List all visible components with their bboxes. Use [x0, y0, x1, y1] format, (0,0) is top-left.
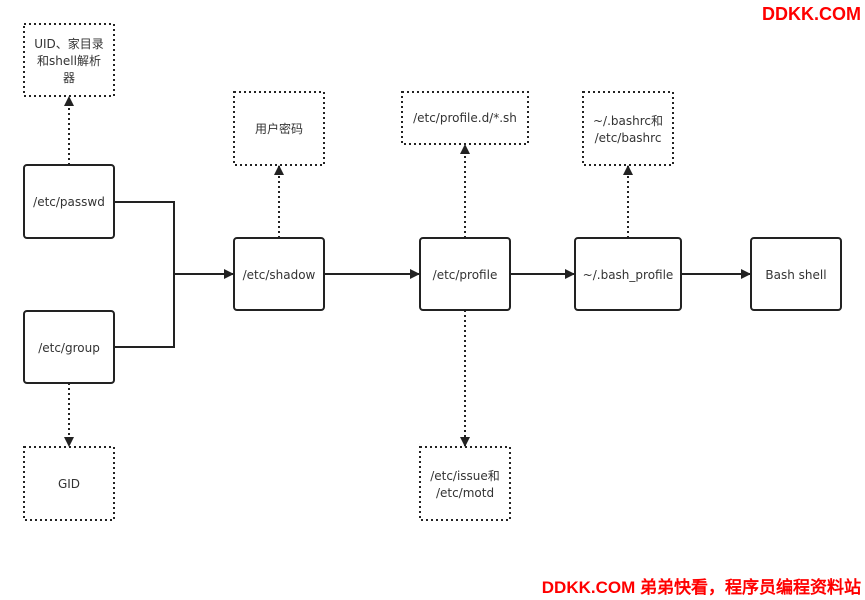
- node-uid-line2: 和shell解析: [37, 54, 101, 68]
- node-user-password-label: 用户密码: [255, 121, 303, 136]
- node-issue: /etc/issue和 /etc/motd: [419, 446, 511, 521]
- node-bash-profile-label: ~/.bash_profile: [583, 268, 674, 282]
- node-uid-line3: 器: [63, 71, 75, 85]
- node-bashrc: ~/.bashrc和 /etc/bashrc: [582, 91, 674, 166]
- node-shadow-label: /etc/shadow: [243, 268, 316, 282]
- node-user-password: 用户密码: [233, 91, 325, 166]
- node-profile-d: /etc/profile.d/*.sh: [401, 91, 529, 145]
- node-bash-shell-label: Bash shell: [765, 268, 826, 282]
- node-profile-d-label: /etc/profile.d/*.sh: [413, 111, 517, 125]
- node-issue-line1: /etc/issue和: [430, 469, 500, 483]
- node-profile: /etc/profile: [419, 237, 511, 311]
- node-bash-profile: ~/.bash_profile: [574, 237, 682, 311]
- watermark-bottom: DDKK.COM 弟弟快看，程序员编程资料站: [541, 578, 861, 597]
- node-passwd: /etc/passwd: [23, 164, 115, 239]
- node-issue-line2: /etc/motd: [436, 486, 494, 500]
- node-group: /etc/group: [23, 310, 115, 384]
- watermark-top: DDKK.COM: [762, 4, 861, 24]
- node-gid: GID: [23, 446, 115, 521]
- node-passwd-label: /etc/passwd: [33, 195, 105, 209]
- node-gid-label: GID: [58, 477, 80, 491]
- node-uid-line1: UID、家目录: [34, 36, 104, 51]
- node-bashrc-line1: ~/.bashrc和: [593, 114, 663, 128]
- edge-passwd-group-merge: [114, 201, 175, 348]
- node-bashrc-line2: /etc/bashrc: [595, 131, 662, 145]
- node-profile-label: /etc/profile: [433, 268, 498, 282]
- node-bash-shell: Bash shell: [750, 237, 842, 311]
- node-group-label: /etc/group: [38, 341, 100, 355]
- node-uid: UID、家目录 和shell解析 器: [23, 23, 115, 97]
- node-shadow: /etc/shadow: [233, 237, 325, 311]
